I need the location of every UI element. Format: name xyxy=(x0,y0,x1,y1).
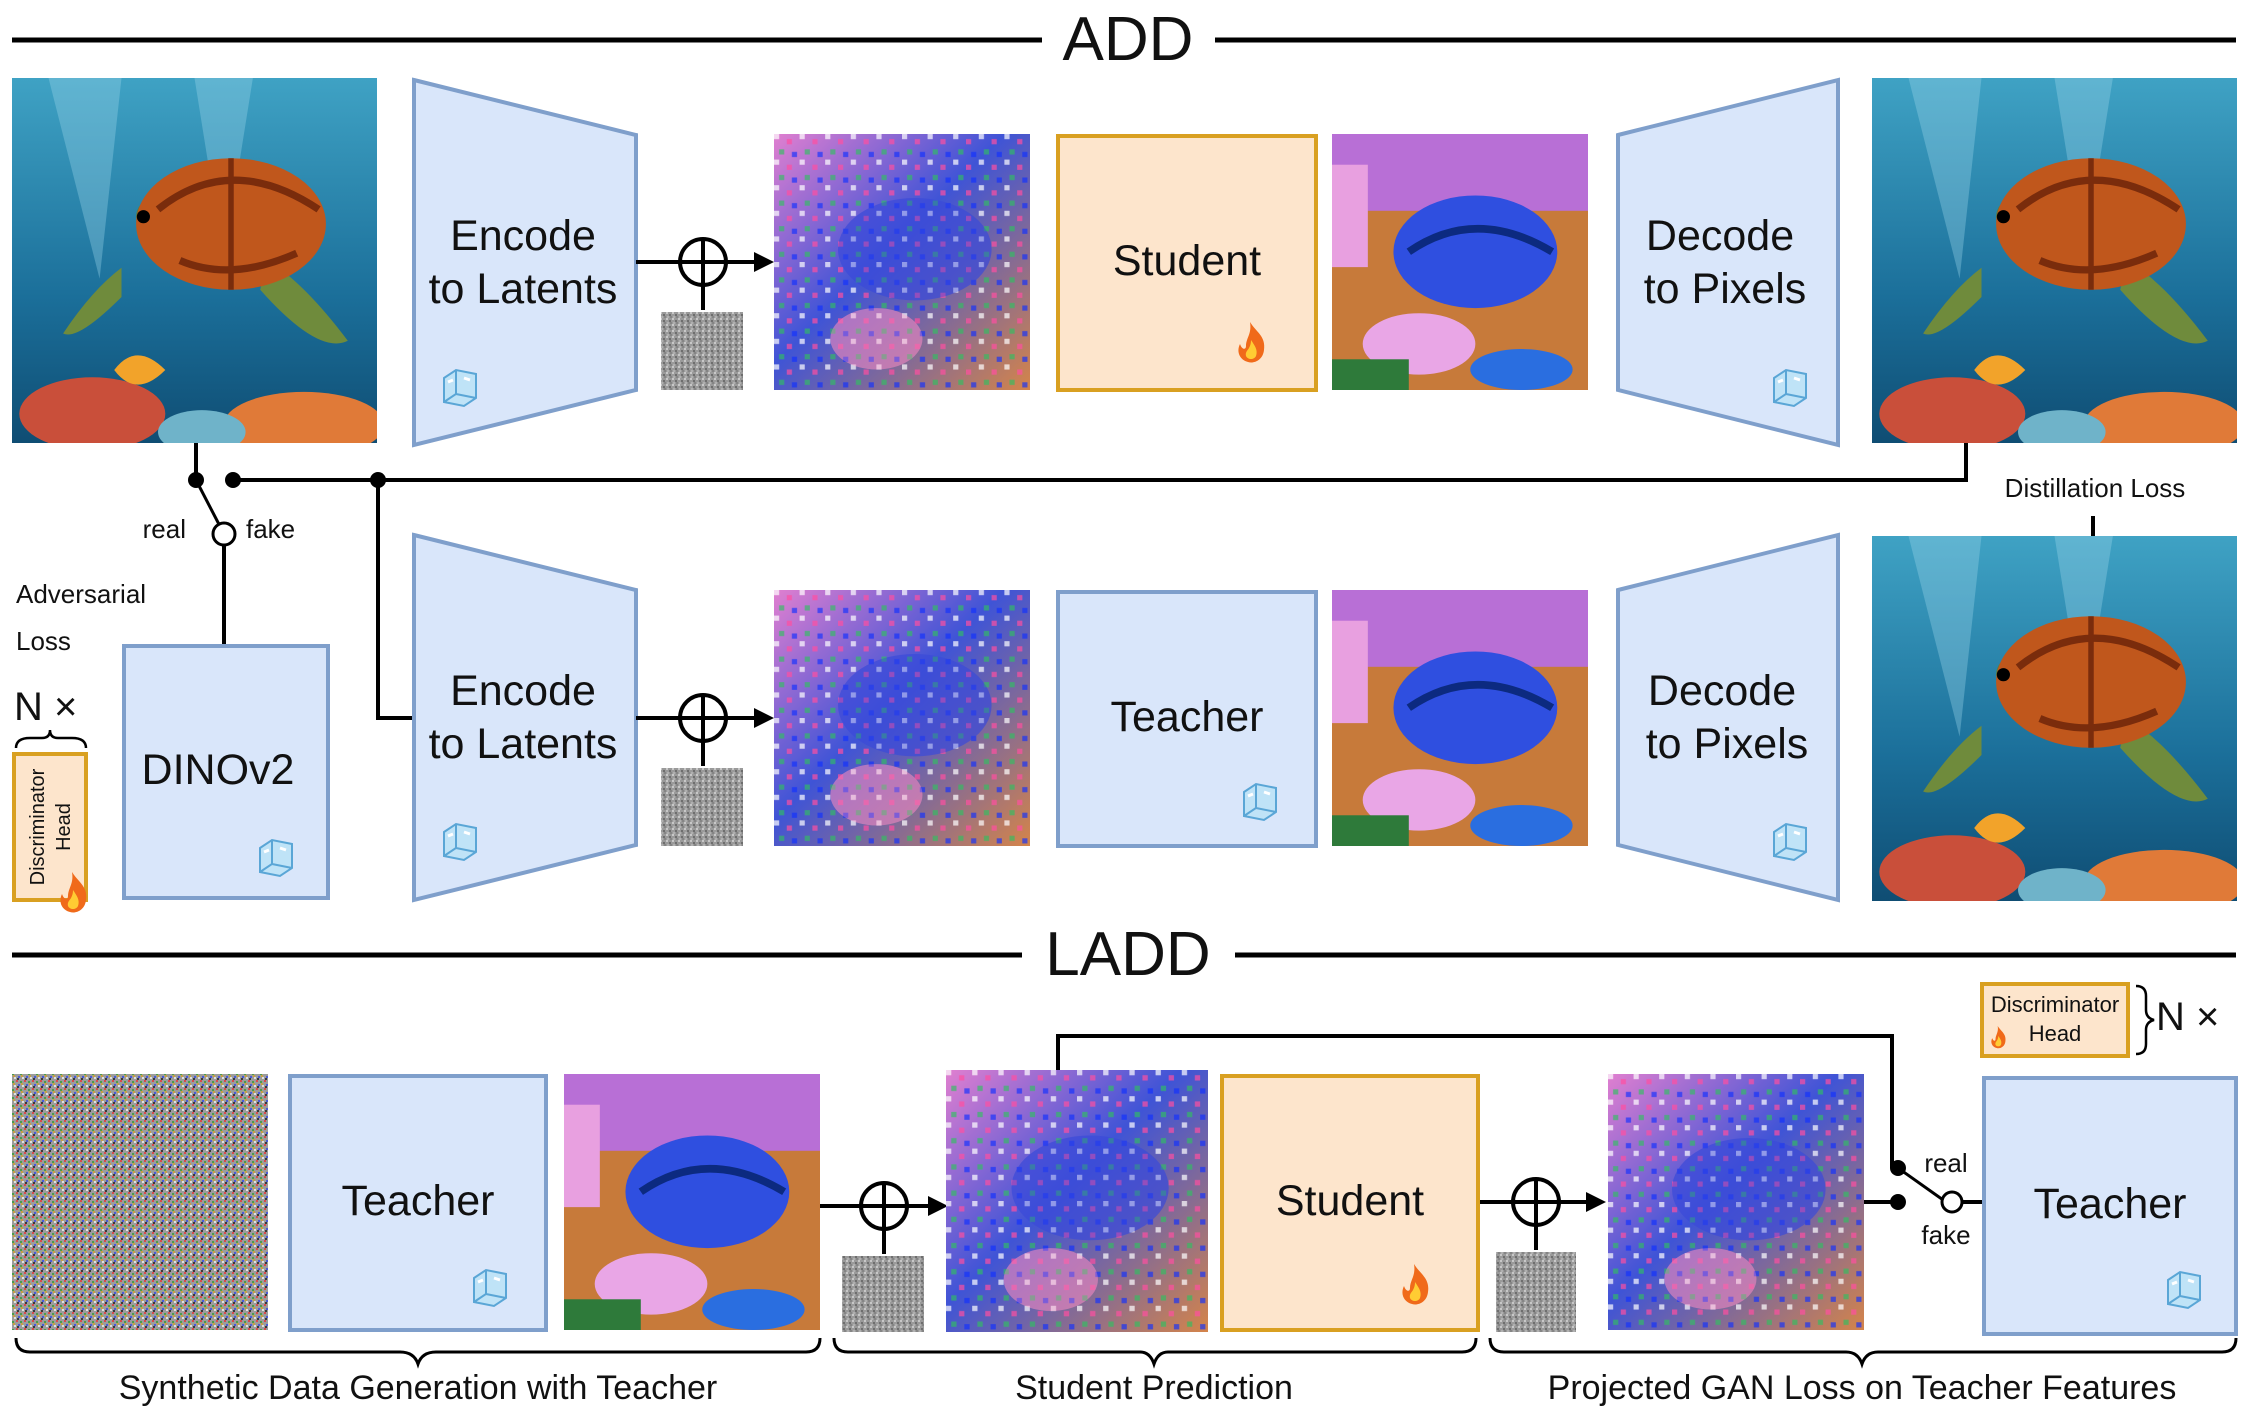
plus-circle-icon xyxy=(1511,1177,1561,1227)
teacher-label: Teacher xyxy=(1111,693,1264,741)
ice-cube-icon xyxy=(472,1268,508,1308)
ice-cube-icon xyxy=(1242,782,1278,822)
ladd-header: LADD xyxy=(12,920,2236,989)
teacher-features-ladd: Teacher xyxy=(1982,1076,2238,1336)
teacher-encoder-line1: Encode xyxy=(450,667,596,715)
teacher-encoder: Encode to Latents xyxy=(412,532,638,903)
output-image-add-student xyxy=(1872,78,2244,458)
renoised-student-latent xyxy=(1608,1074,1864,1330)
teacher-encoder-line2: to Latents xyxy=(429,720,618,768)
synthetic-latent xyxy=(564,1074,820,1330)
noisy-latent-add-student xyxy=(774,134,1030,390)
add-header: ADD xyxy=(12,5,2236,74)
noisy-latent-ladd xyxy=(946,1070,1208,1332)
noise-square-icon xyxy=(661,768,743,846)
ladd-student-label: Student xyxy=(1276,1177,1424,1225)
adversarial-loss-line2: Loss xyxy=(16,626,71,656)
denoised-latent-add-student xyxy=(1332,134,1588,390)
caption-student-prediction: Student Prediction xyxy=(1015,1369,1293,1406)
adversarial-loss-line1: Adversarial xyxy=(16,579,146,609)
dinov2-label: DINOv2 xyxy=(142,746,295,794)
add-n-times: N × xyxy=(14,685,77,729)
disc-head-add-line2: Head xyxy=(53,803,75,851)
teacher-decoder-line2: to Pixels xyxy=(1646,720,1809,768)
ladd-n-times: N × xyxy=(2156,995,2219,1039)
ladd-title: LADD xyxy=(1045,920,1210,989)
plus-circle-icon xyxy=(678,237,728,287)
teacher-model-add: Teacher xyxy=(1056,590,1318,848)
discriminator-head-add: Discriminator Head xyxy=(12,752,88,913)
disc-head-add-line1: Discriminator xyxy=(27,768,49,885)
plus-circle-icon xyxy=(859,1181,909,1231)
ice-cube-icon xyxy=(442,368,478,408)
student-model-add: Student xyxy=(1056,134,1318,392)
ladd-teacher-features-label: Teacher xyxy=(2034,1180,2187,1228)
discriminator-head-ladd: Discriminator Head xyxy=(1980,982,2130,1058)
ice-cube-icon xyxy=(258,838,294,878)
denoised-latent-add-teacher xyxy=(1332,590,1588,846)
disc-head-ladd-line2: Head xyxy=(2029,1021,2082,1046)
noisy-latent-add-teacher xyxy=(774,590,1030,846)
pure-noise-input xyxy=(12,1074,268,1330)
ice-cube-icon xyxy=(1772,368,1808,408)
ice-cube-icon xyxy=(2166,1270,2202,1310)
student-decoder-line2: to Pixels xyxy=(1644,265,1807,313)
noise-square-icon xyxy=(661,312,743,390)
ice-cube-icon xyxy=(442,822,478,862)
ladd-switch-fake: fake xyxy=(1921,1220,1970,1250)
add-switch-fake: fake xyxy=(246,514,295,544)
teacher-generator-ladd: Teacher xyxy=(288,1074,548,1332)
student-encoder-line1: Encode xyxy=(450,212,596,260)
plus-circle-icon xyxy=(678,693,728,743)
student-model-ladd: Student xyxy=(1220,1074,1480,1332)
student-decoder: Decode to Pixels xyxy=(1616,77,1840,448)
distillation-loss-label: Distillation Loss xyxy=(2005,473,2186,503)
ladd-teacher-gen-label: Teacher xyxy=(342,1177,495,1225)
student-encoder: Encode to Latents xyxy=(412,77,638,448)
teacher-decoder-line1: Decode xyxy=(1648,667,1796,715)
disc-head-ladd-line1: Discriminator xyxy=(1991,992,2119,1017)
noise-square-icon xyxy=(842,1256,924,1332)
input-image-add xyxy=(12,78,384,458)
student-label: Student xyxy=(1113,237,1261,285)
add-title: ADD xyxy=(1063,5,1194,74)
teacher-decoder: Decode to Pixels xyxy=(1616,532,1840,903)
output-image-add-teacher xyxy=(1872,536,2244,916)
caption-synthetic: Synthetic Data Generation with Teacher xyxy=(119,1369,718,1406)
student-decoder-line1: Decode xyxy=(1646,212,1794,260)
ice-cube-icon xyxy=(1772,822,1808,862)
student-encoder-line2: to Latents xyxy=(429,265,618,313)
caption-projected-gan: Projected GAN Loss on Teacher Features xyxy=(1548,1369,2177,1406)
dinov2-block: DINOv2 xyxy=(122,644,330,900)
ladd-switch-real: real xyxy=(1924,1148,1967,1178)
add-switch-real: real xyxy=(143,514,186,544)
noise-square-icon xyxy=(1496,1252,1576,1332)
